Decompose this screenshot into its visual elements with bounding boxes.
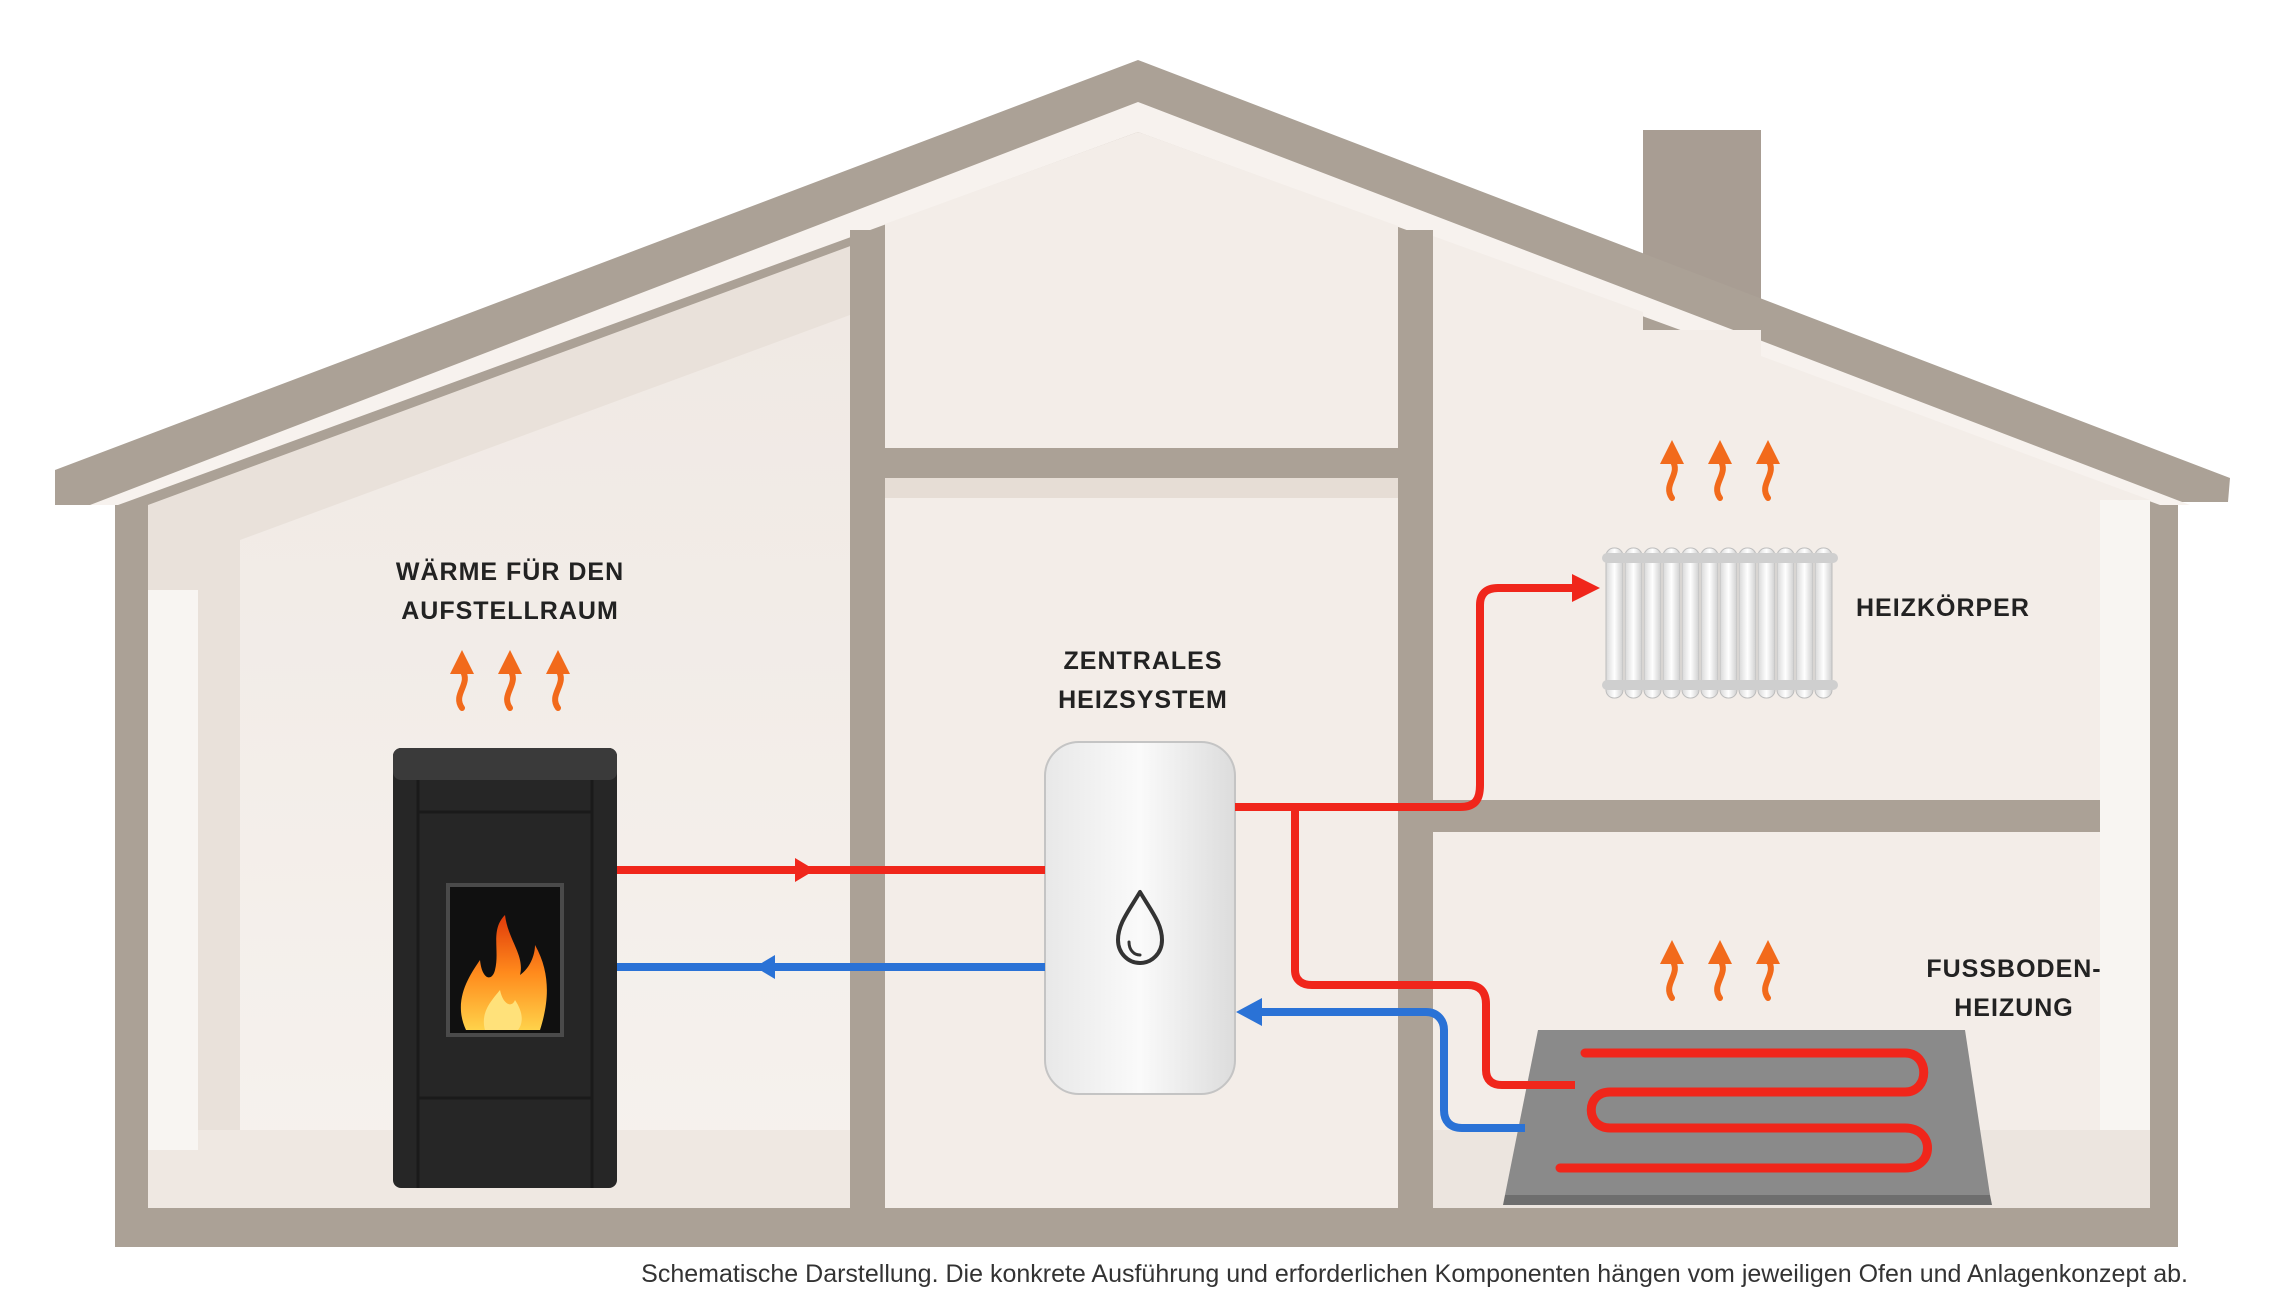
flow-arrow-hot [795,858,815,882]
radiator-fin [1700,547,1719,699]
flame-icon [460,915,547,1030]
hot-pipe-to-radiator [1235,584,1575,811]
stove-room-label-line2: AUFSTELLRAUM [401,597,619,625]
radiator-fin [1624,547,1643,699]
central-label-line1: ZENTRALES [1064,647,1223,675]
stove-room-label-line1: WÄRME FÜR DEN [396,557,624,586]
radiator [1602,547,1838,699]
water-drop-icon [1116,890,1164,965]
base-floor [115,1208,2178,1247]
central-heating-unit [1044,741,1236,1095]
radiator-inlet-arrow [1572,574,1600,602]
radiator-fin [1795,547,1814,699]
floor-heating-slab [1503,1030,1992,1205]
radiator-fin [1643,547,1662,699]
radiator-fin [1776,547,1795,699]
radiator-fin [1738,547,1757,699]
cold-pipe-floor-return [1255,1008,1525,1132]
radiator-fin [1757,547,1776,699]
hot-pipe-to-floor [1291,807,1575,1089]
footnote: Schematische Darstellung. Die konkrete A… [641,1260,2188,1288]
unit-return-arrow [1236,998,1262,1026]
floor-label-line1: FUSSBODEN- [1926,955,2101,983]
pipes [617,574,1600,1132]
radiator-fin [1662,547,1681,699]
radiator-fin [1681,547,1700,699]
radiator-fin [1605,547,1624,699]
radiator-fin [1814,547,1833,699]
flow-arrow-cold [755,955,775,979]
pellet-stove [393,748,617,1188]
floor-heating-coil [1555,1048,1932,1173]
central-label-line2: HEIZSYSTEM [1058,686,1228,714]
radiator-fin [1719,547,1738,699]
floor-label-line2: HEIZUNG [1954,994,2074,1022]
radiator-label: HEIZKÖRPER [1856,593,2030,622]
